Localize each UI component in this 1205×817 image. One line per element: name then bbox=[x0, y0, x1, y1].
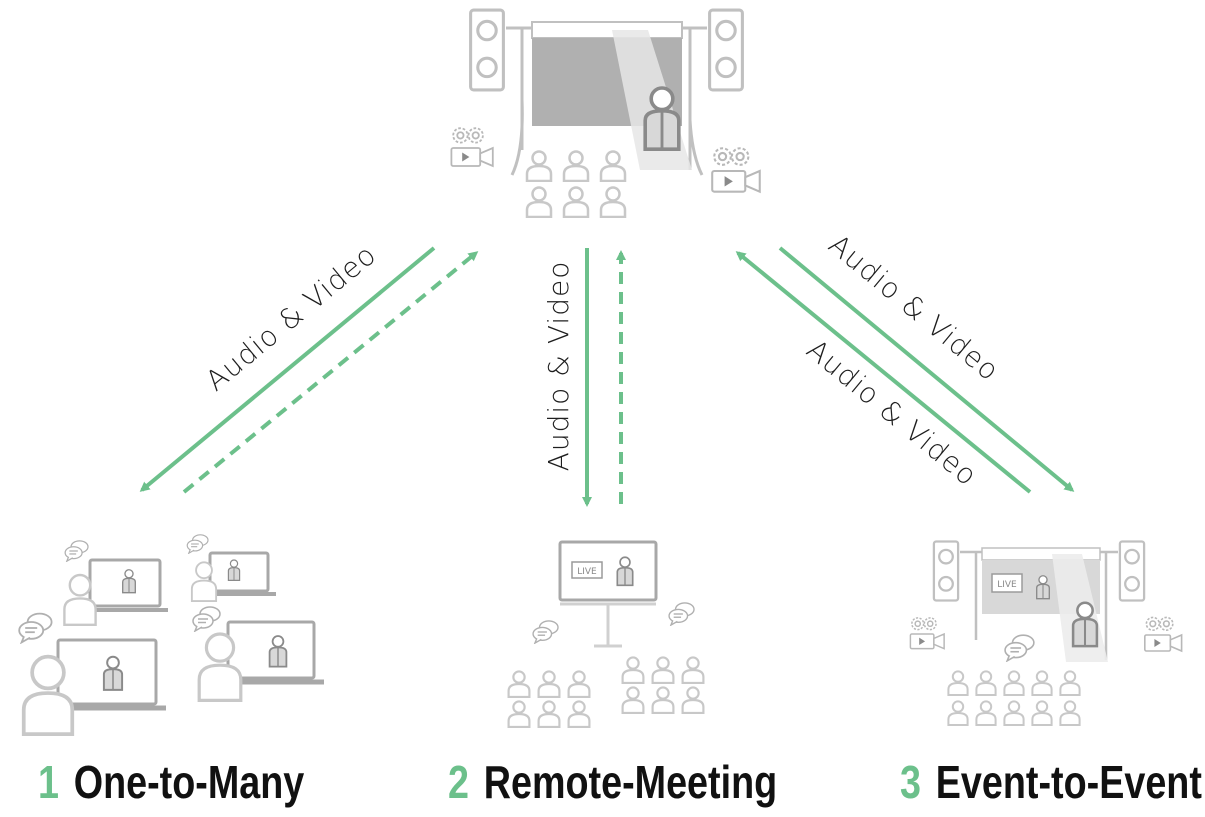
flow-label-one-to-many: Audio & Video bbox=[199, 238, 382, 398]
event-stage-small-icon: LIVE bbox=[909, 540, 1183, 726]
scenario-title: Remote-Meeting bbox=[483, 756, 778, 808]
remote-meeting-room-icon: LIVE bbox=[507, 540, 705, 728]
scenario-title: One-to-Many bbox=[73, 756, 305, 808]
scenario-title: Event-to-Event bbox=[935, 756, 1202, 808]
central-event-stage-icon bbox=[450, 8, 762, 218]
svg-text:LIVE: LIVE bbox=[997, 580, 1017, 590]
scenario-number: 1 bbox=[38, 756, 59, 808]
scenario-number: 2 bbox=[448, 756, 469, 808]
arrow-to-one-to-many bbox=[139, 246, 436, 492]
caption-event-to-event: 3 Event-to-Event bbox=[900, 752, 1202, 812]
scenario-number: 3 bbox=[900, 756, 921, 808]
flow-label-remote-meeting: Audio & Video bbox=[542, 261, 575, 472]
laptop-viewers-icon bbox=[18, 534, 324, 736]
arrow-to-event-to-event bbox=[778, 246, 1075, 492]
caption-remote-meeting: 2 Remote-Meeting bbox=[448, 752, 777, 812]
caption-one-to-many: 1 One-to-Many bbox=[38, 752, 304, 812]
svg-text:LIVE: LIVE bbox=[577, 567, 597, 577]
arrow-dashed-from-one-to-many bbox=[182, 251, 479, 494]
arrow-from-event-to-event bbox=[735, 251, 1032, 494]
